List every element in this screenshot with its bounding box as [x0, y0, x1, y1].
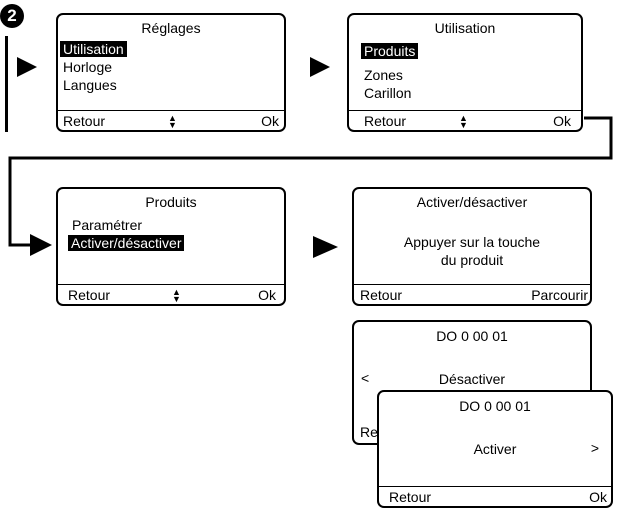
- state-value: Désactiver: [438, 371, 506, 387]
- menu-item-produits[interactable]: Produits: [361, 43, 419, 59]
- instruction-line-2: du produit: [440, 252, 504, 268]
- browse-softkey[interactable]: Parcourir: [531, 287, 588, 303]
- softkey-bar: Retour Parcourir: [354, 284, 590, 304]
- arrow-right-icon: [310, 57, 330, 77]
- updown-arrows-icon: ▲▼: [459, 112, 468, 130]
- updown-arrows-icon: ▲▼: [168, 112, 177, 130]
- screen-title: Activer/désactiver: [416, 194, 528, 210]
- menu-item-parametrer[interactable]: Paramétrer: [72, 217, 143, 233]
- previous-arrow[interactable]: <: [361, 370, 370, 386]
- softkey-bar: Retour Ok: [379, 486, 611, 506]
- back-softkey[interactable]: Retour: [63, 113, 106, 129]
- back-softkey-clipped: Re: [360, 424, 378, 440]
- screen-title: Utilisation: [434, 20, 496, 36]
- menu-item-carillon[interactable]: Carillon: [364, 85, 412, 101]
- screen-reglages: Réglages Utilisation Horloge Langues Ret…: [56, 13, 286, 132]
- screen-utilisation: Utilisation Produits Zones Carillon Reto…: [347, 13, 583, 132]
- ok-softkey[interactable]: Ok: [589, 489, 607, 505]
- back-softkey[interactable]: Retour: [360, 287, 403, 303]
- next-arrow[interactable]: >: [590, 440, 599, 456]
- ok-softkey[interactable]: Ok: [553, 113, 571, 129]
- instruction-line-1: Appuyer sur la touche: [403, 234, 541, 250]
- menu-item-langues[interactable]: Langues: [63, 77, 117, 93]
- side-bar: [5, 36, 8, 132]
- state-value: Activer: [473, 441, 517, 457]
- menu-item-utilisation[interactable]: Utilisation: [60, 41, 127, 57]
- softkey-bar: Retour ▲▼ Ok: [349, 110, 581, 130]
- screen-title: Réglages: [141, 20, 201, 36]
- back-softkey[interactable]: Retour: [389, 489, 432, 505]
- arrow-right-icon: [17, 57, 37, 77]
- back-softkey[interactable]: Retour: [364, 113, 407, 129]
- softkey-bar: Retour ▲▼ Ok: [58, 284, 284, 304]
- screen-produits: Produits Paramétrer Activer/désactiver R…: [56, 187, 286, 306]
- ok-softkey[interactable]: Ok: [261, 113, 279, 129]
- updown-arrows-icon: ▲▼: [172, 286, 181, 304]
- ok-softkey[interactable]: Ok: [258, 287, 276, 303]
- step-number-badge: 2: [0, 4, 24, 28]
- menu-item-zones[interactable]: Zones: [364, 67, 403, 83]
- screen-title: Produits: [145, 194, 197, 210]
- screen-do-activer: DO 0 00 01 Activer > Retour Ok: [377, 390, 613, 508]
- menu-item-activer-desactiver[interactable]: Activer/désactiver: [68, 235, 185, 251]
- screen-activer-desactiver: Activer/désactiver Appuyer sur la touche…: [352, 187, 592, 306]
- back-softkey[interactable]: Retour: [68, 287, 111, 303]
- menu-item-horloge[interactable]: Horloge: [63, 59, 113, 75]
- device-id: DO 0 00 01: [436, 328, 508, 344]
- softkey-bar: Retour ▲▼ Ok: [58, 110, 284, 130]
- device-id: DO 0 00 01: [459, 398, 531, 414]
